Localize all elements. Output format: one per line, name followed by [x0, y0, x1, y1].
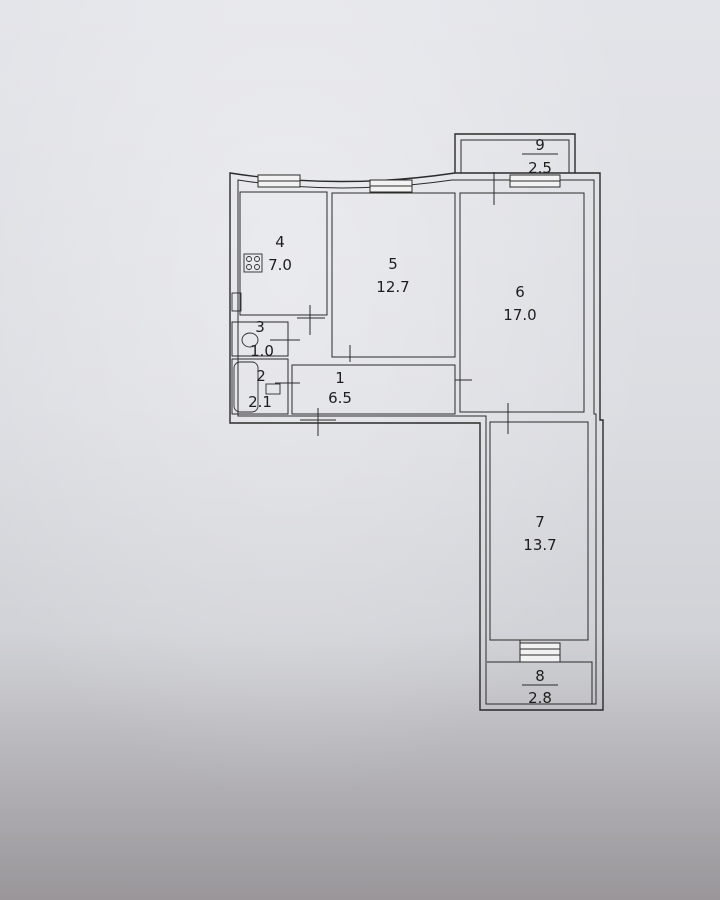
room-7-walls	[489, 421, 589, 641]
room-2-number: 2	[256, 367, 266, 385]
room-6-number: 6	[515, 283, 525, 301]
outer-wall-main	[229, 172, 604, 711]
room-3-walls	[231, 321, 289, 357]
room-5-number: 5	[388, 255, 398, 273]
washbasin-icon	[265, 383, 281, 395]
balcony-9-inner	[460, 139, 570, 173]
room-1-walls	[291, 364, 456, 415]
room-2-area: 2.1	[248, 393, 272, 411]
room-6-walls	[459, 192, 585, 413]
sink-icon	[231, 292, 242, 312]
room-1-area: 6.5	[328, 389, 352, 407]
toilet-icon	[241, 332, 259, 348]
room-8-number: 8	[535, 667, 545, 685]
room-6-area: 17.0	[503, 306, 536, 324]
room-9-area: 2.5	[528, 159, 552, 177]
room-9-number: 9	[535, 136, 545, 154]
room-1-number: 1	[335, 369, 345, 387]
window-room-7	[519, 642, 561, 663]
room-4-walls	[239, 191, 328, 316]
room-2-walls	[231, 358, 289, 415]
room-4-number: 4	[275, 233, 285, 251]
bathtub-icon	[233, 361, 259, 413]
room-7-number: 7	[535, 513, 545, 531]
room-5-walls	[331, 192, 456, 358]
balcony-9-wall	[454, 133, 576, 173]
room-3-area: 1.0	[250, 342, 274, 360]
room-7-area: 13.7	[523, 536, 556, 554]
room-8-area: 2.8	[528, 689, 552, 707]
stove-icon	[243, 253, 263, 273]
room-3-number: 3	[255, 318, 265, 336]
room-5-area: 12.7	[376, 278, 409, 296]
room-4-area: 7.0	[268, 256, 292, 274]
